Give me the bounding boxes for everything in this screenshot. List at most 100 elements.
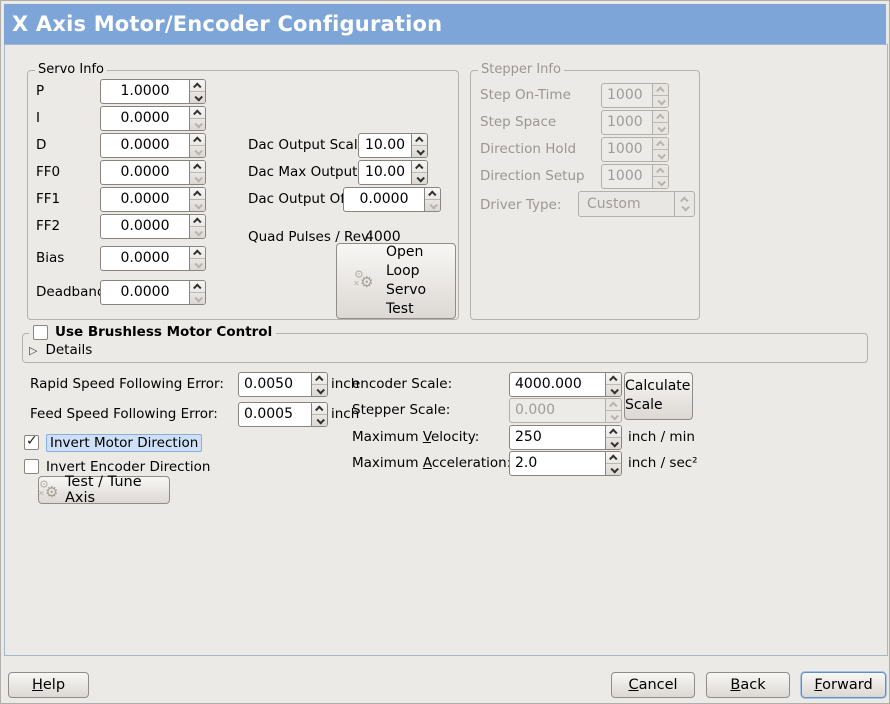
dac-output-offset-steppers[interactable]	[424, 188, 440, 211]
p-gain-value[interactable]: 1.0000	[120, 83, 170, 99]
spin-down-icon	[312, 384, 327, 396]
open-loop-servo-test-button[interactable]: ⚙⚙✕ Open Loop Servo Test	[336, 243, 456, 319]
d-gain-steppers[interactable]	[189, 134, 205, 157]
bias-steppers[interactable]	[189, 247, 205, 270]
encoder-scale-label: encoder Scale:	[352, 376, 453, 392]
ff0-spinbox[interactable]: 0.0000	[100, 160, 206, 185]
details-expander[interactable]: ▷ Details	[29, 342, 92, 358]
ff2-value[interactable]: 0.0000	[120, 218, 170, 234]
feed-following-error-spinbox[interactable]: 0.0005	[238, 402, 328, 427]
maximum-acceleration-steppers[interactable]	[605, 452, 621, 475]
calculate-scale-label: Calculate Scale	[625, 378, 691, 413]
ff1-value[interactable]: 0.0000	[120, 191, 170, 207]
spin-up-icon	[190, 188, 205, 199]
ff2-spinbox[interactable]: 0.0000	[100, 214, 206, 239]
d-gain-spinbox[interactable]: 0.0000	[100, 133, 206, 158]
rapid-following-error-spinbox[interactable]: 0.0050	[238, 372, 328, 397]
maximum-velocity-unit: inch / min	[628, 429, 695, 445]
spin-up-icon	[653, 84, 668, 95]
encoder-scale-steppers[interactable]	[605, 373, 621, 396]
stepper-scale-steppers	[605, 399, 621, 422]
invert-encoder-direction-checkbox[interactable]	[24, 459, 39, 474]
bias-spinbox[interactable]: 0.0000	[100, 246, 206, 271]
dac-max-output-value[interactable]: 10.00	[364, 164, 406, 180]
spin-up-icon	[412, 134, 427, 145]
spin-down-icon	[190, 258, 205, 270]
rapid-following-error-value[interactable]: 0.0050	[244, 376, 293, 392]
dac-output-scale-label: Dac Output Scale:	[248, 137, 371, 153]
spin-down-icon	[653, 95, 668, 107]
maximum-velocity-value[interactable]: 250	[515, 429, 542, 445]
spin-up-icon	[190, 247, 205, 258]
spin-down-icon	[606, 437, 621, 449]
rapid-following-error-steppers[interactable]	[311, 373, 327, 396]
calculate-scale-button[interactable]: Calculate Scale	[624, 372, 693, 420]
spin-up-icon	[412, 161, 427, 172]
deadband-steppers[interactable]	[189, 281, 205, 304]
encoder-scale-value[interactable]: 4000.000	[515, 376, 582, 392]
step-space-steppers	[652, 111, 668, 134]
feed-following-error-value[interactable]: 0.0005	[244, 406, 293, 422]
spin-up-icon	[190, 281, 205, 292]
quad-pulses-label: Quad Pulses / Rev:	[248, 229, 373, 245]
spin-down-icon	[312, 414, 327, 426]
stepper-scale-value: 0.000	[515, 402, 556, 418]
cancel-button[interactable]: Cancel	[611, 672, 695, 698]
direction-hold-spinbox: 1000	[601, 137, 669, 162]
i-gain-steppers[interactable]	[189, 107, 205, 130]
maximum-velocity-steppers[interactable]	[605, 426, 621, 449]
d-gain-value[interactable]: 0.0000	[120, 137, 170, 153]
p-gain-spinbox[interactable]: 1.0000	[100, 79, 206, 104]
encoder-scale-spinbox[interactable]: 4000.000	[509, 372, 622, 397]
driver-type-value: Custom	[587, 196, 641, 212]
i-gain-spinbox[interactable]: 0.0000	[100, 106, 206, 131]
dac-max-output-steppers[interactable]	[411, 161, 427, 184]
forward-button[interactable]: Forward	[801, 672, 886, 698]
invert-encoder-direction-label[interactable]: Invert Encoder Direction	[46, 458, 211, 475]
i-gain-value[interactable]: 0.0000	[120, 110, 170, 126]
help-button-label: Help	[31, 677, 66, 693]
invert-motor-direction-row[interactable]: Invert Motor Direction	[24, 433, 203, 452]
page-header: X Axis Motor/Encoder Configuration	[4, 4, 886, 44]
dac-output-scale-steppers[interactable]	[411, 134, 427, 157]
bias-value[interactable]: 0.0000	[120, 250, 170, 266]
dac-output-offset-value[interactable]: 0.0000	[359, 191, 409, 207]
step-on-time-steppers	[652, 84, 668, 107]
ff1-spinbox[interactable]: 0.0000	[100, 187, 206, 212]
dac-output-offset-spinbox[interactable]: 0.0000	[343, 187, 441, 212]
spin-up-icon	[312, 403, 327, 414]
invert-motor-direction-label[interactable]: Invert Motor Direction	[46, 433, 203, 452]
quad-pulses-value: 4000	[365, 229, 401, 245]
maximum-acceleration-spinbox[interactable]: 2.0	[509, 451, 622, 476]
ff0-steppers[interactable]	[189, 161, 205, 184]
use-brushless-checkbox[interactable]	[33, 324, 48, 340]
ff1-steppers[interactable]	[189, 188, 205, 211]
maximum-acceleration-value[interactable]: 2.0	[515, 455, 538, 471]
invert-motor-direction-checkbox[interactable]	[24, 433, 39, 450]
help-button[interactable]: Help	[8, 672, 89, 698]
stepper-scale-spinbox: 0.000	[509, 398, 622, 423]
back-button[interactable]: Back	[706, 672, 790, 698]
dac-output-scale-spinbox[interactable]: 10.00	[358, 133, 428, 158]
spin-up-icon	[653, 165, 668, 176]
spin-down-icon	[653, 122, 668, 134]
maximum-velocity-spinbox[interactable]: 250	[509, 425, 622, 450]
test-tune-axis-button[interactable]: ⚙⚙✕ Test / Tune Axis	[38, 474, 170, 506]
direction-setup-steppers	[652, 165, 668, 188]
gears-icon: ⚙⚙✕	[38, 478, 59, 501]
dac-output-scale-value[interactable]: 10.00	[364, 137, 406, 153]
deadband-spinbox[interactable]: 0.0000	[100, 280, 206, 305]
ff2-steppers[interactable]	[189, 215, 205, 238]
p-gain-steppers[interactable]	[189, 80, 205, 103]
expander-arrow-icon[interactable]: ▷	[29, 343, 38, 357]
dac-max-output-spinbox[interactable]: 10.00	[358, 160, 428, 185]
servo-info-group: Servo Info P I D FF0 FF1 FF2 Bias Deadba…	[27, 62, 459, 320]
deadband-value[interactable]: 0.0000	[120, 284, 170, 300]
brushless-motor-frame: Use Brushless Motor Control ▷ Details	[22, 324, 868, 363]
feed-following-error-steppers[interactable]	[311, 403, 327, 426]
ff0-value[interactable]: 0.0000	[120, 164, 170, 180]
invert-encoder-direction-row[interactable]: Invert Encoder Direction	[24, 458, 210, 475]
feed-following-error-label: Feed Speed Following Error:	[30, 406, 218, 422]
step-on-time-spinbox: 1000	[601, 83, 669, 108]
